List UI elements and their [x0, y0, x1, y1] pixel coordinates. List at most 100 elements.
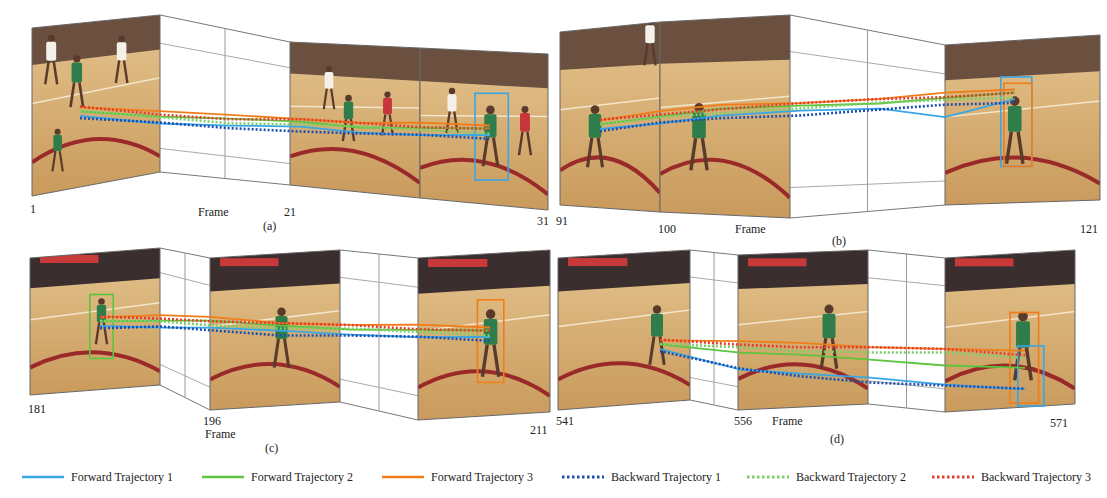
- player-leg: [124, 60, 127, 83]
- player-leg: [116, 60, 119, 83]
- frame-border: [660, 15, 790, 218]
- player-body: [1008, 106, 1022, 132]
- player-leg: [483, 137, 487, 166]
- player-body: [117, 42, 127, 60]
- frame-number: 91: [556, 214, 568, 228]
- backward-trajectory: [660, 344, 1025, 358]
- panel-label: (d): [830, 432, 844, 446]
- player-leg: [519, 132, 522, 155]
- legend-line: [747, 476, 789, 479]
- ad-board: [568, 258, 627, 266]
- panel-label: (c): [265, 441, 278, 455]
- player-leg: [331, 89, 334, 109]
- legend-sample: [930, 472, 976, 482]
- backward-trajectory: [660, 340, 1025, 356]
- frame-number: 1: [30, 202, 36, 216]
- player-body: [447, 94, 456, 111]
- player-leg: [45, 61, 48, 84]
- court-line: [560, 98, 660, 110]
- player-body: [520, 113, 530, 132]
- legend-text: Backward Trajectory 3: [981, 470, 1091, 485]
- player-body: [383, 98, 392, 115]
- court-floor: [660, 15, 790, 218]
- crowd-band: [290, 42, 420, 81]
- court-line: [32, 139, 160, 162]
- frame-number: 181: [28, 402, 46, 416]
- forward-trajectory: [100, 315, 490, 327]
- player-leg: [832, 338, 837, 368]
- player-leg: [482, 345, 487, 377]
- frame-number: 121: [1080, 222, 1098, 236]
- player-leg: [96, 322, 99, 344]
- crowd-band: [30, 248, 160, 288]
- court-line: [738, 312, 868, 325]
- court-line: [660, 96, 790, 107]
- backward-trajectory: [100, 321, 490, 336]
- backward-trajectory: [660, 351, 1025, 389]
- legend-line: [202, 476, 244, 478]
- box-guide: [160, 43, 290, 67]
- crowd-band: [945, 250, 1075, 292]
- forward-trajectory: [660, 340, 1025, 350]
- player-head: [55, 129, 61, 135]
- legend-text: Forward Trajectory 2: [251, 470, 353, 485]
- player-leg: [54, 61, 57, 84]
- box-guide: [160, 273, 210, 286]
- ad-board: [748, 258, 807, 266]
- player-head: [277, 307, 286, 316]
- player-head: [591, 105, 600, 114]
- player-head: [345, 95, 352, 102]
- video-frame: [945, 35, 1100, 205]
- court-floor: [738, 250, 868, 410]
- legend-sample: [745, 472, 791, 482]
- player-leg: [454, 111, 457, 132]
- box-guide: [790, 52, 945, 74]
- box-guide: [160, 148, 290, 163]
- legend-sample: [380, 472, 426, 482]
- legend-text: Backward Trajectory 1: [611, 470, 721, 485]
- axis-label: Frame: [198, 205, 229, 219]
- player-head: [326, 66, 332, 72]
- box-guide: [790, 181, 945, 188]
- tracking-box: [1018, 346, 1044, 406]
- court-line: [32, 78, 160, 104]
- video-frame: [558, 250, 690, 410]
- ad-board: [428, 259, 487, 267]
- player-head: [486, 309, 496, 319]
- backward-trajectory: [100, 327, 490, 341]
- player-head: [647, 19, 654, 26]
- crowd-band: [945, 35, 1100, 80]
- player-leg: [274, 339, 278, 368]
- player-leg: [79, 82, 83, 107]
- player-leg: [494, 345, 499, 377]
- player-leg: [650, 337, 654, 365]
- player-body: [651, 314, 663, 337]
- frame-number: 571: [1050, 416, 1068, 430]
- legend-item: Forward Trajectory 1: [20, 468, 173, 486]
- player-head: [98, 298, 105, 305]
- player-body: [72, 63, 83, 83]
- player-head: [118, 35, 125, 42]
- axis-label: 100: [658, 222, 676, 236]
- crowd-band: [660, 15, 790, 64]
- crowd-band: [210, 250, 340, 291]
- box-guide: [690, 277, 738, 283]
- frame-number: Frame: [205, 427, 236, 441]
- court-floor: [945, 35, 1100, 205]
- court-line: [660, 160, 790, 198]
- backward-trajectory: [80, 111, 490, 134]
- frame-border: [32, 15, 160, 196]
- player-leg: [447, 111, 450, 132]
- player-leg: [60, 151, 63, 171]
- crowd-band: [32, 15, 160, 65]
- frame-number: Frame: [772, 414, 803, 428]
- crowd-band: [738, 250, 868, 289]
- court-line: [290, 106, 420, 108]
- axis-label: 196: [203, 414, 221, 428]
- player-leg: [285, 339, 289, 368]
- player-leg: [52, 151, 55, 171]
- frame-number: 31: [537, 214, 549, 228]
- court-floor: [32, 15, 160, 196]
- player-head: [73, 55, 80, 62]
